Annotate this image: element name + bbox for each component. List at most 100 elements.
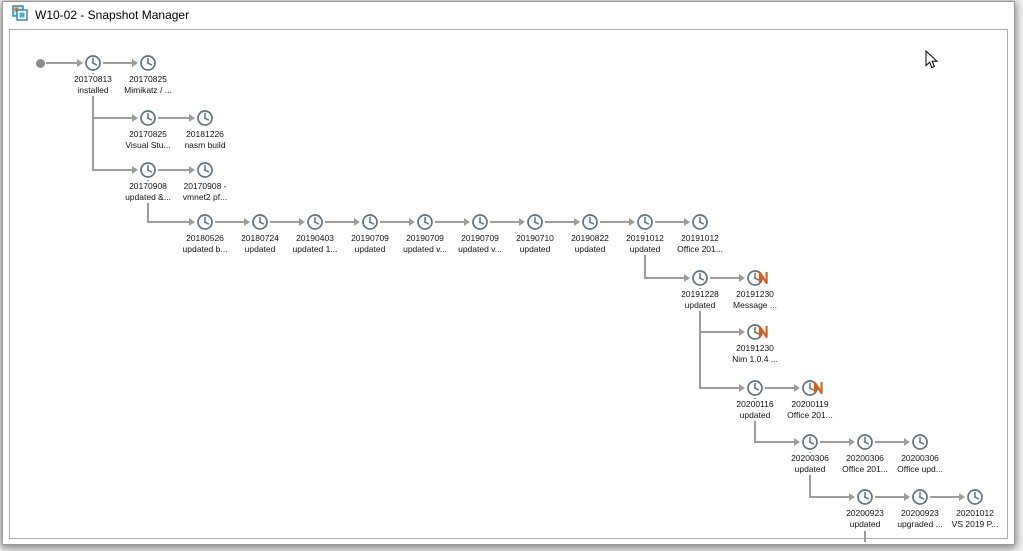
snapshot-node[interactable] [196, 109, 214, 127]
snapshot-date: 20191230 [736, 289, 774, 299]
snapshot-label: 20170908 -vmnet2 pf... [176, 181, 234, 203]
snapshot-node[interactable] [911, 433, 929, 451]
modified-badge-icon [758, 325, 768, 338]
snapshot-node[interactable] [746, 323, 768, 341]
clock-icon [692, 270, 708, 286]
snapshot-name: updated [739, 410, 771, 420]
tree-connector-arrow [756, 438, 800, 446]
clock-icon [747, 324, 763, 340]
tree-connector-line [699, 288, 701, 389]
snapshot-name: updated &... [125, 192, 171, 202]
clock-icon [747, 380, 763, 396]
modified-badge-icon [758, 271, 768, 284]
tree-connector-arrow [701, 328, 745, 336]
tree-connector-arrow [325, 218, 360, 226]
clock-icon [85, 55, 101, 71]
snapshot-date: 20200306 [846, 453, 884, 463]
snapshot-date: 20191012 [681, 233, 719, 243]
snapshot-date: 20191228 [681, 289, 719, 299]
snapshot-node[interactable] [856, 433, 874, 451]
snapshot-name: updated [354, 244, 386, 254]
snapshot-date: 20170825 [129, 74, 167, 84]
title-bar[interactable]: W10-02 - Snapshot Manager [3, 2, 1014, 28]
snapshot-node[interactable] [581, 213, 599, 231]
tree-connector-line [644, 232, 646, 279]
snapshot-node[interactable] [691, 269, 709, 287]
snapshot-date: 20170813 [74, 74, 112, 84]
clock-icon [197, 162, 213, 178]
snapshot-node[interactable] [636, 213, 654, 231]
snapshot-node[interactable] [746, 269, 768, 287]
tree-connector-arrow [655, 218, 690, 226]
tree-connector-arrow [811, 493, 855, 501]
snapshot-node[interactable] [196, 161, 214, 179]
tree-connector-arrow [701, 384, 745, 392]
snapshot-name: updated [684, 300, 716, 310]
snapshot-node[interactable] [746, 379, 764, 397]
snapshot-node[interactable] [84, 54, 102, 72]
snapshot-name: VS 2019 P... [951, 519, 999, 529]
snapshot-node[interactable] [416, 213, 434, 231]
clock-icon [637, 214, 653, 230]
clock-icon [140, 55, 156, 71]
snapshot-name: updated [629, 244, 661, 254]
mouse-cursor-icon [925, 49, 939, 75]
snapshot-date: 20170825 [129, 129, 167, 139]
tree-connector-line [864, 531, 866, 542]
snapshot-name: Nim 1.0.4 ... [732, 354, 778, 364]
snapshot-node[interactable] [251, 213, 269, 231]
snapshot-node[interactable] [801, 433, 819, 451]
snapshot-node[interactable] [966, 488, 984, 506]
snapshot-node[interactable] [139, 161, 157, 179]
snapshot-date: 20190709 [406, 233, 444, 243]
clock-icon [912, 489, 928, 505]
clock-icon [140, 110, 156, 126]
snapshot-node[interactable] [526, 213, 544, 231]
snapshot-date: 20200923 [901, 508, 939, 518]
snapshot-node[interactable] [801, 379, 823, 397]
clock-icon [417, 214, 433, 230]
snapshot-node[interactable] [471, 213, 489, 231]
tree-connector-line [809, 452, 811, 498]
snapshot-name: updated 1... [292, 244, 338, 254]
snapshot-node[interactable] [691, 213, 709, 231]
snapshot-name: updated [574, 244, 606, 254]
clock-icon [307, 214, 323, 230]
snapshot-date: 20200923 [846, 508, 884, 518]
snapshot-name: updated b... [182, 244, 228, 254]
snapshot-node[interactable] [196, 213, 214, 231]
clock-icon [692, 214, 708, 230]
tree-connector-arrow [149, 218, 195, 226]
tree-connector-arrow [103, 59, 138, 67]
clock-icon [362, 214, 378, 230]
tree-connector-arrow [875, 493, 910, 501]
snapshot-node[interactable] [139, 109, 157, 127]
snapshot-date: 20201012 [956, 508, 994, 518]
snapshot-node[interactable] [361, 213, 379, 231]
snapshot-node[interactable] [911, 488, 929, 506]
snapshot-node[interactable] [856, 488, 874, 506]
tree-connector-arrow [820, 438, 855, 446]
snapshot-node[interactable] [306, 213, 324, 231]
snapshot-date: 20200306 [791, 453, 829, 463]
snapshot-node[interactable] [139, 54, 157, 72]
snapshot-date: 20190822 [571, 233, 609, 243]
clock-icon [197, 110, 213, 126]
snapshot-date: 20190403 [296, 233, 334, 243]
snapshot-name: vmnet2 pf... [182, 192, 228, 202]
snapshot-date: 20191230 [736, 343, 774, 353]
